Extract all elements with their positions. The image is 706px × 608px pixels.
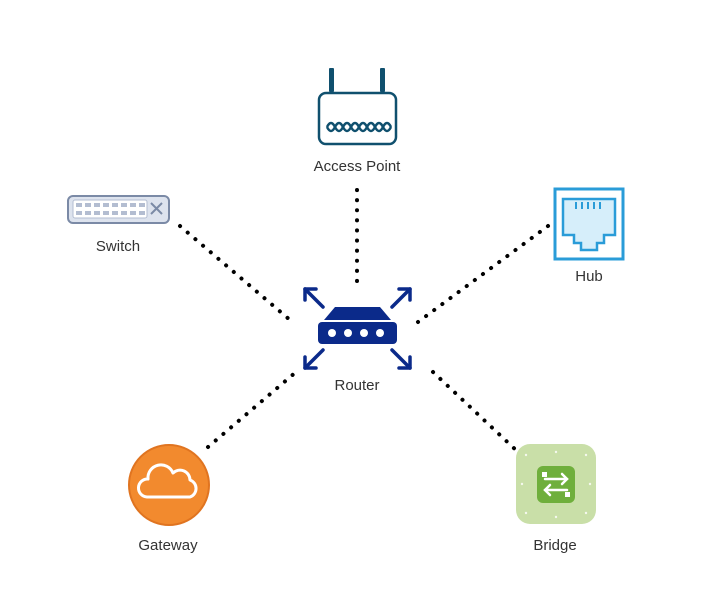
node-switch[interactable]: Switch bbox=[67, 195, 170, 255]
access-point-label: Access Point bbox=[314, 158, 402, 175]
hub-label: Hub bbox=[575, 268, 603, 285]
link-router-hub bbox=[416, 224, 550, 324]
links bbox=[178, 188, 550, 454]
gateway-label: Gateway bbox=[138, 537, 198, 554]
switch-icon bbox=[67, 195, 170, 224]
hub-icon bbox=[553, 187, 625, 261]
node-access-point[interactable]: Access Point bbox=[314, 68, 402, 175]
node-bridge[interactable]: Bridge bbox=[516, 444, 596, 554]
link-router-bridge bbox=[431, 370, 520, 454]
router-label: Router bbox=[334, 377, 379, 394]
link-router-switch bbox=[178, 224, 292, 322]
node-router[interactable]: Router bbox=[303, 287, 412, 394]
bridge-label: Bridge bbox=[533, 537, 576, 554]
access-point-icon bbox=[317, 68, 398, 146]
router-icon bbox=[303, 287, 412, 370]
switch-label: Switch bbox=[96, 238, 140, 255]
cloud-icon bbox=[128, 444, 210, 526]
link-router-gateway bbox=[206, 370, 298, 449]
bridge-icon bbox=[516, 444, 596, 524]
node-gateway[interactable]: Gateway bbox=[128, 444, 210, 554]
node-hub[interactable]: Hub bbox=[553, 187, 625, 285]
